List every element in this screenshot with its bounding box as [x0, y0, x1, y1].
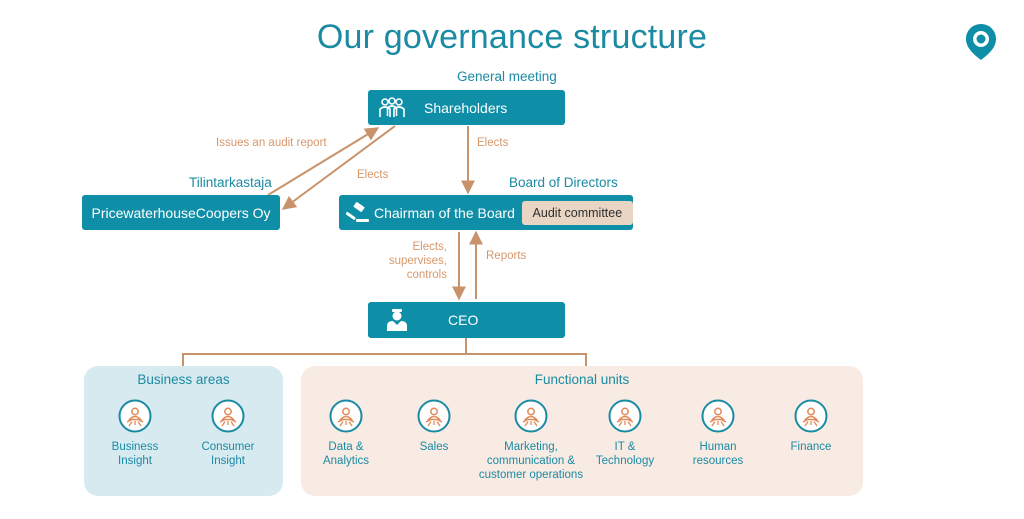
ceo-node: CEO	[368, 302, 565, 338]
functional-units-panel: Functional units Data & Analytics Sales …	[301, 366, 863, 496]
auditor-label: PricewaterhouseCoopers Oy	[91, 204, 271, 221]
business-areas-title: Business areas	[137, 372, 230, 387]
edge-label-reports: Reports	[486, 250, 527, 262]
functional-unit-label: Data & Analytics	[322, 441, 370, 467]
business-area-unit-label: Business Insight	[111, 441, 159, 467]
executive-icon	[386, 308, 408, 332]
board-node: Chairman of the Board Audit committee	[339, 195, 633, 230]
functional-unit-label: Finance	[790, 441, 832, 453]
functional-unit: Data & Analytics	[307, 398, 385, 468]
page-title: Our governance structure	[316, 18, 708, 56]
person-network-icon	[700, 398, 736, 434]
auditor-heading: Tilintarkastaja	[189, 175, 272, 190]
person-network-icon	[793, 398, 829, 434]
business-area-unit: Consumer Insight	[190, 398, 266, 468]
arrow-audit-report	[267, 127, 380, 196]
business-area-unit-label: Consumer Insight	[201, 441, 255, 467]
edge-label-elects-auditor: Elects	[357, 169, 389, 181]
gavel-icon	[345, 201, 370, 224]
functional-unit: IT & Technology	[586, 398, 664, 468]
functional-unit-label: Human resources	[692, 441, 744, 467]
functional-unit-label: IT & Technology	[595, 441, 655, 467]
shareholders-label: Shareholders	[424, 99, 508, 116]
functional-unit: Marketing, communication & customer oper…	[471, 398, 591, 482]
auditor-node: PricewaterhouseCoopers Oy	[82, 195, 280, 230]
edge-label-elects-supervises: Elects, supervises, controls	[388, 241, 447, 281]
shareholders-node: Shareholders	[368, 90, 565, 125]
business-areas-panel: Business areas Business Insight Consumer…	[84, 366, 283, 496]
audit-committee-badge: Audit committee	[521, 200, 633, 225]
person-network-icon	[513, 398, 549, 434]
functional-unit: Sales	[395, 398, 473, 454]
person-network-icon	[328, 398, 364, 434]
functional-units-title: Functional units	[534, 372, 630, 387]
functional-unit-label: Marketing, communication & customer oper…	[478, 441, 584, 481]
functional-unit-label: Sales	[419, 441, 449, 453]
person-network-icon	[607, 398, 643, 434]
board-heading: Board of Directors	[509, 175, 618, 190]
functional-unit: Human resources	[679, 398, 757, 468]
location-pin-logo-icon	[964, 22, 998, 62]
general-meeting-heading: General meeting	[457, 69, 557, 84]
edge-label-audit-report: Issues an audit report	[216, 137, 327, 149]
people-group-icon	[378, 96, 406, 120]
business-area-unit: Business Insight	[97, 398, 173, 468]
chairman-label: Chairman of the Board	[374, 204, 515, 221]
person-network-icon	[210, 398, 246, 434]
ceo-label: CEO	[448, 312, 479, 328]
functional-unit: Finance	[772, 398, 850, 454]
person-network-icon	[416, 398, 452, 434]
edge-label-elects-board: Elects	[477, 137, 509, 149]
person-network-icon	[117, 398, 153, 434]
